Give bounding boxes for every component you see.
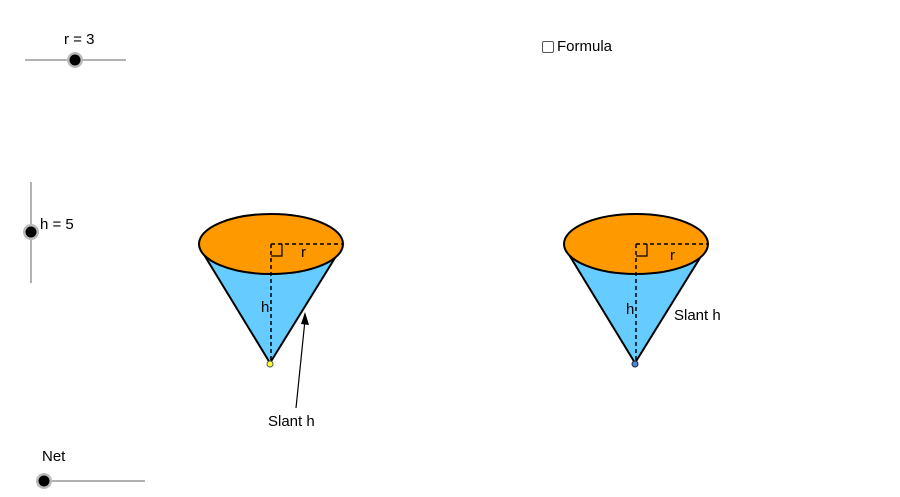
slider-net-label: Net	[42, 448, 66, 465]
slider-h[interactable]	[23, 182, 39, 283]
cone-left-apex-point[interactable]	[266, 360, 274, 368]
cone-right-apex-point[interactable]	[631, 360, 639, 368]
slant-arrow-line	[295, 319, 306, 409]
slider-r[interactable]	[25, 52, 126, 68]
cone-left-slant-label: Slant h	[268, 413, 315, 430]
slider-net-knob[interactable]	[38, 475, 50, 487]
cone-left	[198, 213, 344, 409]
cone-left-height-label: h	[261, 299, 269, 316]
slider-r-label: r = 3	[64, 31, 95, 48]
formula-checkbox[interactable]: Formula	[542, 38, 612, 55]
cone-right	[563, 213, 709, 368]
cone-right-slant-label: Slant h	[674, 307, 721, 324]
cone-right-radius-label: r	[670, 247, 675, 264]
slant-arrow-head	[301, 312, 309, 325]
cone-left-right-angle-mark	[271, 244, 283, 257]
formula-checkbox-box[interactable]	[542, 40, 554, 53]
cone-right-right-angle-mark	[636, 244, 648, 257]
slider-net[interactable]	[36, 473, 145, 489]
cone-right-height-label: h	[626, 301, 634, 318]
slider-h-label: h = 5	[40, 216, 74, 233]
slider-r-knob[interactable]	[69, 54, 81, 66]
formula-checkbox-label[interactable]: Formula	[557, 38, 613, 55]
slider-h-knob[interactable]	[25, 226, 37, 238]
cone-left-radius-label: r	[301, 244, 306, 261]
